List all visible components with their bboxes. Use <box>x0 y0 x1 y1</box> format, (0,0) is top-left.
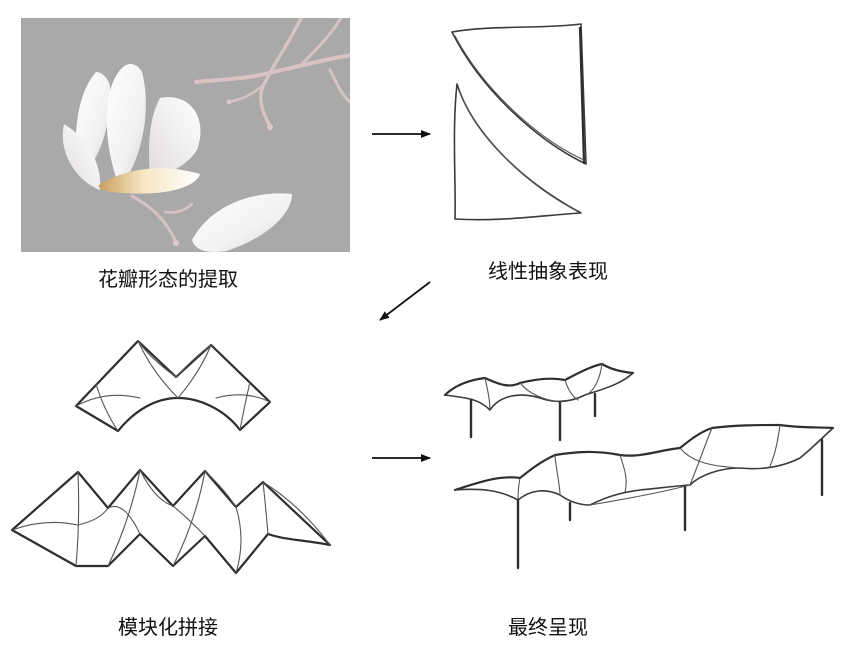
module-arc <box>172 470 206 567</box>
module-arc <box>177 344 212 399</box>
module-arc <box>75 394 141 407</box>
canopy-rib <box>689 427 713 486</box>
bud <box>173 240 179 246</box>
petal-center <box>106 63 146 188</box>
module-arc <box>137 340 177 378</box>
module-arc <box>262 481 269 535</box>
module-large <box>10 468 332 575</box>
module-small-outline <box>74 339 272 433</box>
branches <box>130 18 350 246</box>
module-arc <box>95 383 119 432</box>
module-arc <box>75 471 80 567</box>
petal-front-left <box>62 124 101 190</box>
canopy-large <box>453 423 835 570</box>
arrow-diagonal <box>379 281 431 321</box>
canopy-rib <box>564 379 579 401</box>
module-arc <box>172 505 206 537</box>
bud <box>226 99 232 105</box>
canopy-rib <box>554 454 561 496</box>
module-arc <box>235 506 242 574</box>
canopy-large-bottom-edge <box>454 427 834 506</box>
bud <box>267 124 273 130</box>
canopy-rib <box>769 424 781 467</box>
module-arc <box>215 394 271 403</box>
petal-fallen <box>192 193 292 252</box>
module-arc <box>11 507 109 531</box>
magnolia-flower <box>62 63 292 252</box>
canopy-membrane-curve <box>679 447 741 469</box>
caption-petal-extraction: 花瓣形态的提取 <box>98 267 238 291</box>
module-arc <box>139 469 174 507</box>
canopy-rib <box>619 454 627 493</box>
branch-right <box>328 68 350 105</box>
branch-main <box>194 53 350 84</box>
module-arc <box>107 506 141 535</box>
module-large-outline <box>10 468 332 575</box>
twig-lower <box>163 202 194 214</box>
module-arc <box>262 481 331 546</box>
petal-right <box>149 97 201 176</box>
canopy-small-top-edge <box>443 362 635 397</box>
canopy-rib <box>517 477 521 501</box>
canopy-large-top-edge <box>453 423 835 492</box>
module-arc <box>239 381 251 431</box>
abstract-petal-lower <box>453 83 582 221</box>
canopy-small-bottom-edge <box>444 372 634 411</box>
module-arc <box>175 344 212 378</box>
petal-line-abstraction <box>451 23 587 221</box>
petal-highlight <box>98 168 200 194</box>
abstract-petal-upper-inner <box>454 35 585 161</box>
module-arc <box>107 469 141 567</box>
caption-final-presentation: 最终呈现 <box>508 615 588 639</box>
canopy-rib <box>587 363 603 395</box>
module-arc <box>137 340 179 399</box>
magnolia-photo <box>21 18 350 252</box>
abstract-petal-lower-inner <box>459 91 577 211</box>
canopy-membrane-curve <box>589 484 691 506</box>
canopy-rib <box>519 382 561 403</box>
canopy-small <box>443 362 635 442</box>
stem-lower <box>130 194 178 244</box>
canopy-rib <box>484 377 491 411</box>
branch-top-right <box>298 18 343 68</box>
module-arc <box>204 470 237 508</box>
module-small <box>74 339 272 433</box>
caption-linear-abstraction: 线性抽象表现 <box>488 259 608 283</box>
abstract-petal-upper <box>451 23 587 165</box>
caption-modular-splicing: 模块化拼接 <box>118 615 218 639</box>
abstract-petal-upper-edge <box>578 26 586 165</box>
